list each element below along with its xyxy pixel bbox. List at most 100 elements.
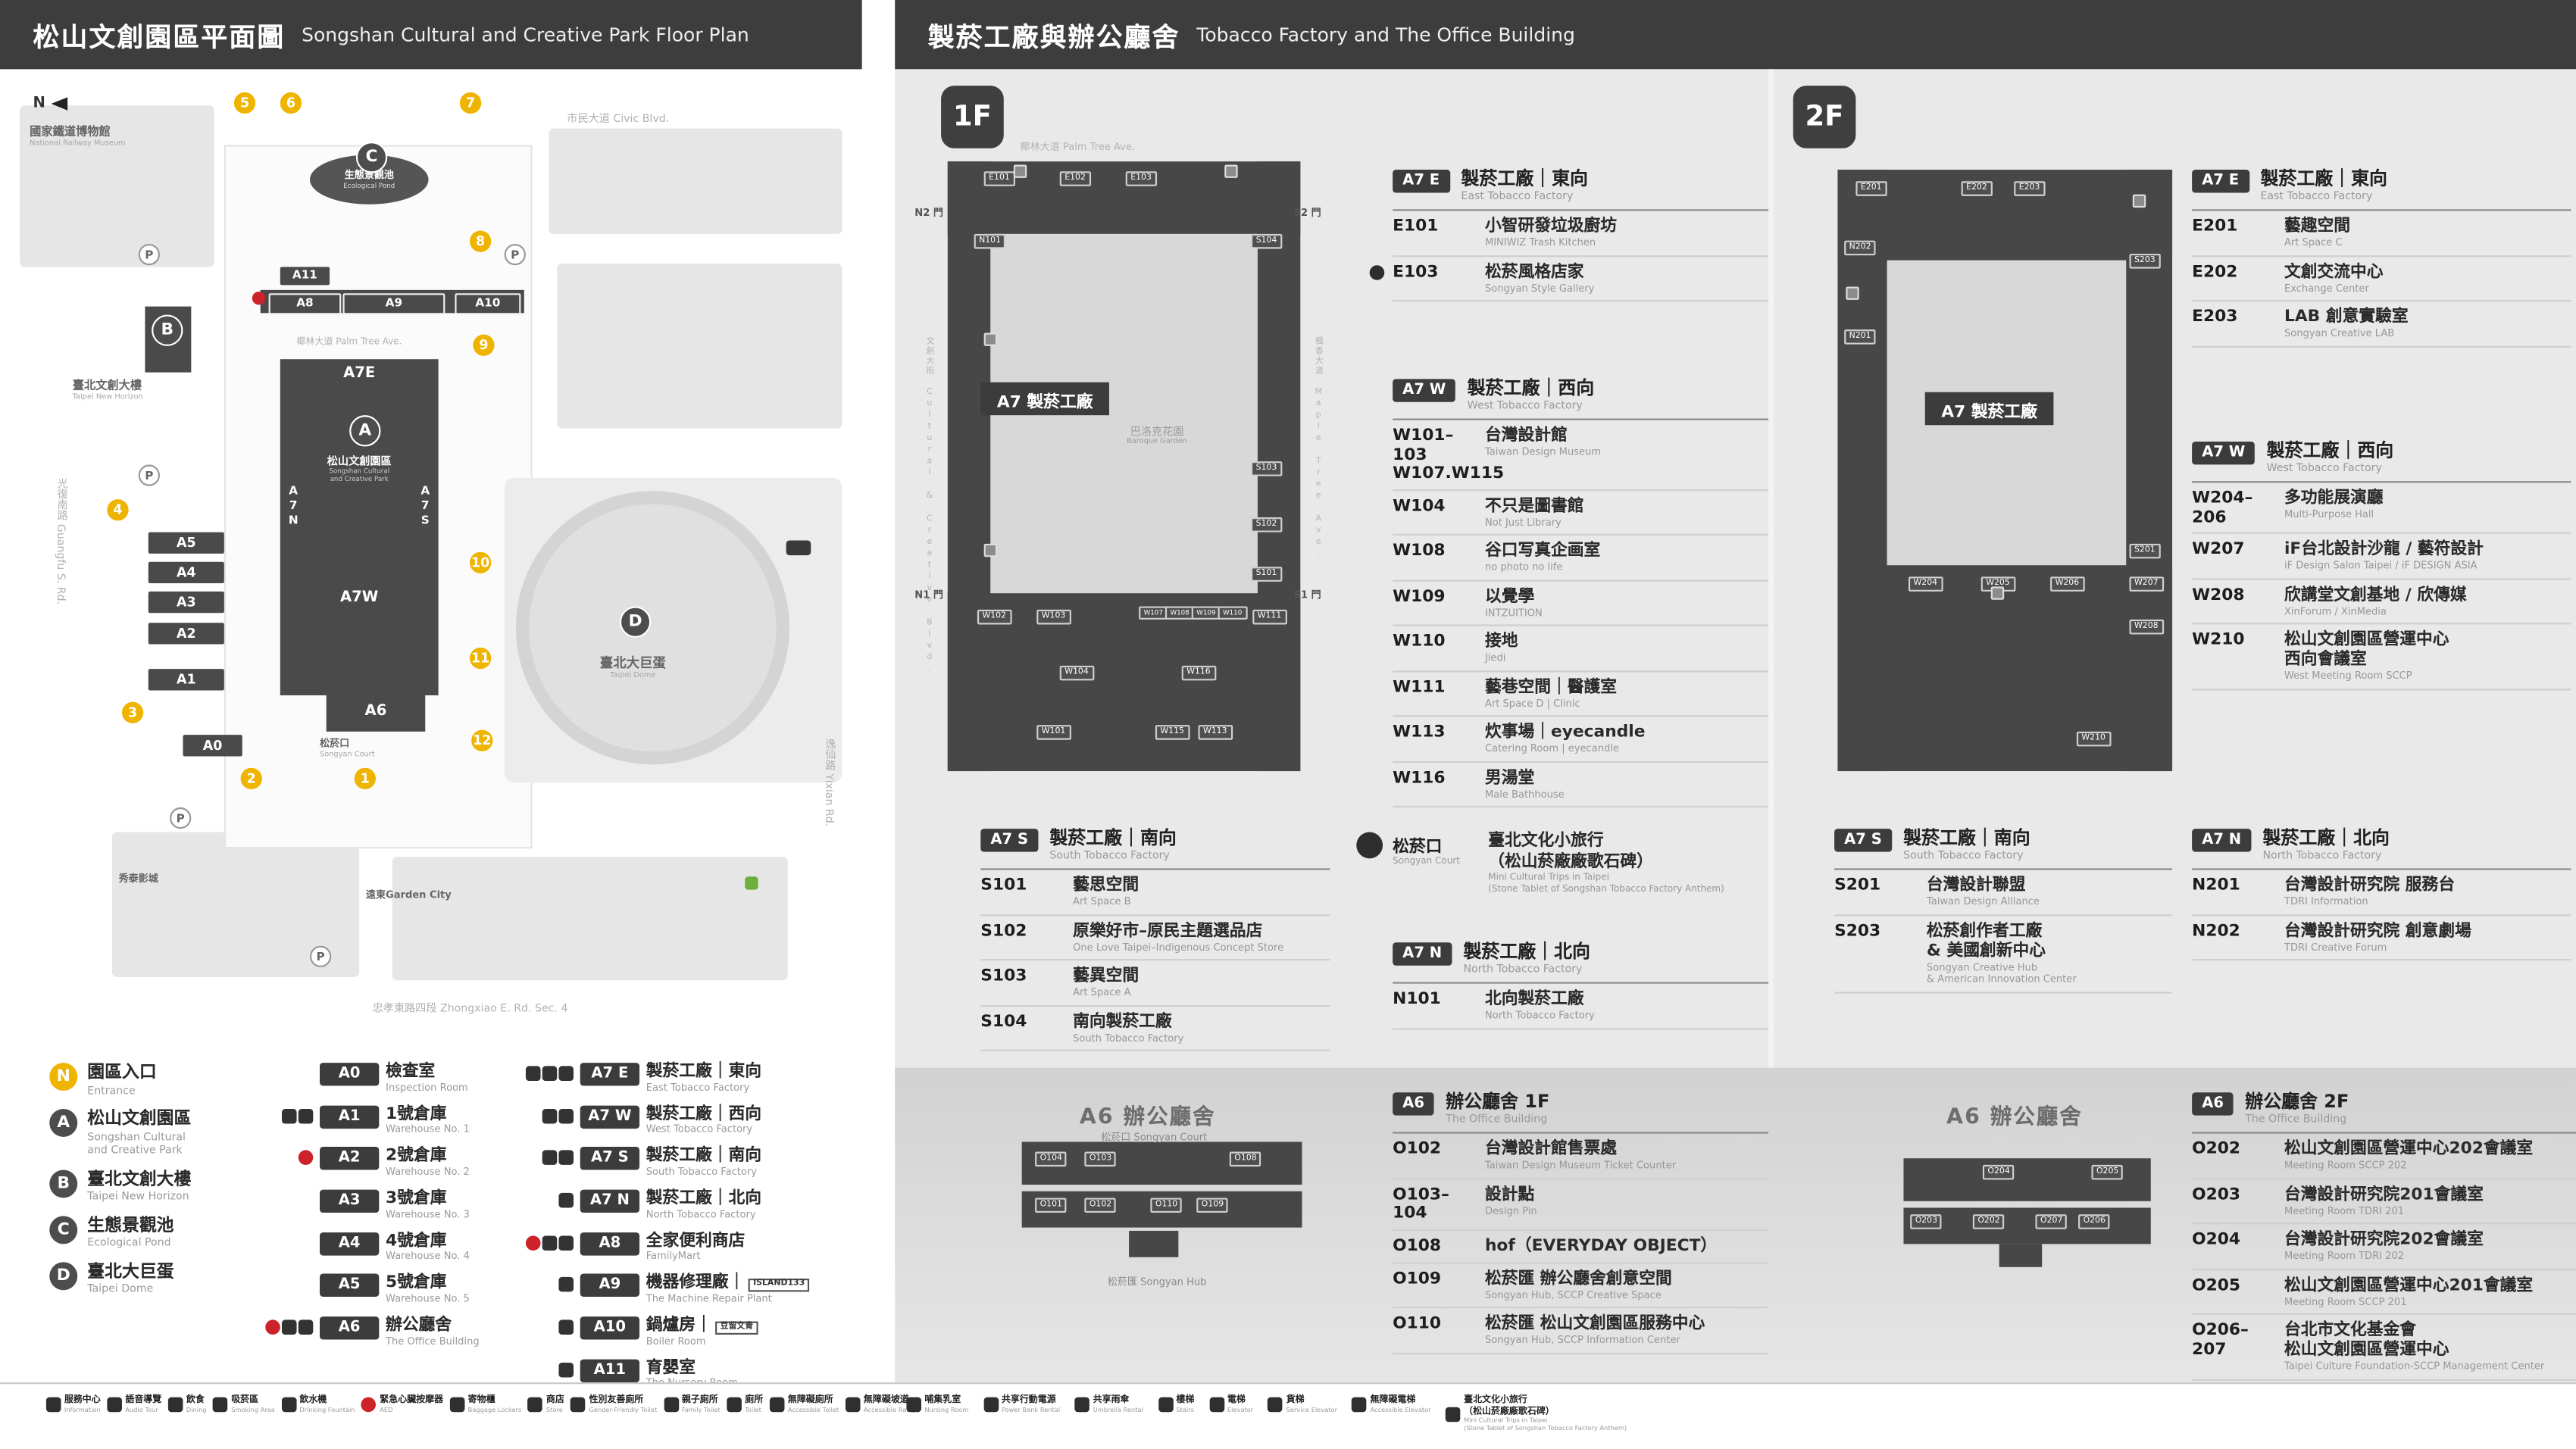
plan-a6-1f: A6 辦公廳舍 松菸口 Songyan Court 松菸匯 Songyan Hu… xyxy=(989,1079,1343,1376)
landmark-marker: D xyxy=(619,606,652,638)
railway-museum-label: 國家鐵道博物館 National Railway Museum xyxy=(30,125,126,148)
a6-2f-plan-title: A6 辦公廳舍 xyxy=(1946,1105,2083,1131)
room-code: N201 xyxy=(2192,876,2240,895)
legend-factory-row: A7 W 製菸工廠｜西向 West Tobacco Factory xyxy=(511,1104,855,1136)
place-label: 秀泰影城 xyxy=(118,873,158,885)
street-label: 椰林大道 Palm Tree Ave. xyxy=(296,337,402,348)
plan-room-chip: S201 xyxy=(2129,543,2161,559)
legend-factory-badge: A7 N xyxy=(580,1189,640,1213)
songyan-court-note: 松菸口 Songyan Court 臺北文化小旅行 （松山菸廠廠歌石碑） Min… xyxy=(1356,832,1771,897)
a6-1f-plan-title: A6 辦公廳舍 xyxy=(1079,1105,1216,1131)
youbike-icon xyxy=(745,876,758,890)
plan-room-chip: W207 xyxy=(2129,576,2164,592)
legend-building-row: A1 1號倉庫 Warehouse No. 1 xyxy=(251,1104,511,1136)
walking-icon xyxy=(1446,1407,1461,1422)
songyan-court-plan-label: 松菸口 Songyan Court xyxy=(1101,1132,1208,1144)
tenant-logo: 豆留文青 xyxy=(715,1321,758,1335)
aed-icon xyxy=(298,1151,314,1166)
walking-icon xyxy=(1356,832,1383,859)
dining-icon xyxy=(542,1235,558,1251)
room-code: S103 xyxy=(980,967,1027,986)
north-label: N xyxy=(33,95,45,112)
plan-room-chip: O108 xyxy=(1229,1151,1262,1167)
legend-building-row: A0 檢查室 Inspection Room xyxy=(251,1063,511,1094)
drinking-fountain-icon xyxy=(281,1397,297,1413)
room-code: O203 xyxy=(2192,1185,2241,1204)
plan-room-chip: O203 xyxy=(1910,1214,1943,1229)
store-icon xyxy=(558,1066,574,1081)
street-label: 市民大道 Civic Blvd. xyxy=(567,111,670,126)
room-code: W109 xyxy=(1393,587,1446,606)
legend-factory-badge: A7 W xyxy=(580,1104,640,1129)
accessible-ramp-icon xyxy=(845,1397,861,1413)
complex-title-zh: 松山文創園區 xyxy=(327,454,392,468)
dining-icon xyxy=(167,1397,183,1413)
legend-buildings-column: A0 檢查室 Inspection Room A1 xyxy=(251,1063,511,1359)
plan-room-chip: S103 xyxy=(1251,461,1282,476)
restroom-icon xyxy=(983,333,998,346)
room-code: O103–104 xyxy=(1393,1185,1449,1223)
info-icon xyxy=(45,1397,61,1413)
room-code: E202 xyxy=(2192,263,2238,282)
legend-building-badge: A2 xyxy=(320,1147,380,1171)
room-code: W113 xyxy=(1393,723,1446,742)
legend-factory-badge: A9 xyxy=(580,1274,640,1298)
plan-room-chip: W108 xyxy=(1165,606,1195,620)
street-label: 忠孝東路四段 Zhongxiao E. Rd. Sec. 4 xyxy=(372,1001,568,1015)
city-block xyxy=(392,857,788,981)
entrance-marker: 11 xyxy=(469,647,492,670)
toilet-icon xyxy=(558,1151,574,1166)
street-label: 逸仙路 Yixian Rd. xyxy=(822,738,836,827)
plan-room-chip: W115 xyxy=(1155,725,1190,740)
floor-divider xyxy=(1768,69,1774,1068)
right-header: 製菸工廠與辦公廳舍 Tobacco Factory and The Office… xyxy=(895,0,2576,70)
nursing-room-icon xyxy=(558,1362,574,1378)
legend-building-badge: A6 xyxy=(320,1316,380,1340)
elevator-icon xyxy=(1990,586,2005,600)
dining-icon xyxy=(558,1277,574,1293)
stairs-icon xyxy=(1013,164,1027,178)
landmark-marker: B xyxy=(152,314,183,346)
nursing-room-icon xyxy=(542,1066,558,1081)
map-building-chip: A9 xyxy=(342,293,445,315)
legend-letter-marker: C xyxy=(49,1215,78,1244)
legend-letter-marker: N xyxy=(49,1063,78,1091)
plan-room-chip: W107 xyxy=(1139,606,1168,620)
room-code: E101 xyxy=(1393,217,1439,236)
accessible-toilet-icon xyxy=(769,1397,785,1413)
entrance-marker: 4 xyxy=(107,499,129,521)
taipei-new-horizon-label: 臺北文創大樓 Taipei New Horizon xyxy=(72,379,143,402)
plan-room-chip: O109 xyxy=(1196,1198,1229,1213)
landmark-marker: A xyxy=(349,415,381,447)
plan-room-chip: O102 xyxy=(1084,1198,1117,1213)
street-top-label: 椰林大道 Palm Tree Ave. xyxy=(1020,142,1136,154)
section-badge: A7 E xyxy=(2192,170,2249,193)
complex-a7e-label: A7E xyxy=(343,365,376,383)
plan-room-chip: O104 xyxy=(1035,1151,1068,1167)
right-header-title-en: Tobacco Factory and The Office Building xyxy=(1196,23,1575,46)
dining-icon xyxy=(558,1319,574,1335)
room-code: W101–103 W107.W115 xyxy=(1393,426,1505,483)
gate-label: N1 門 xyxy=(914,589,943,601)
legend-building-row: A6 辦公廳舍 The Office Building xyxy=(251,1316,511,1348)
power-bank-icon xyxy=(983,1397,999,1413)
legend-factory-badge: A8 xyxy=(580,1232,640,1256)
toilet-icon xyxy=(558,1108,574,1123)
city-block xyxy=(20,105,214,267)
factory-detail-panel: 製菸工廠與辦公廳舍 Tobacco Factory and The Office… xyxy=(895,0,2576,1448)
place-label: 松菸口 Songyan Court xyxy=(320,738,375,759)
